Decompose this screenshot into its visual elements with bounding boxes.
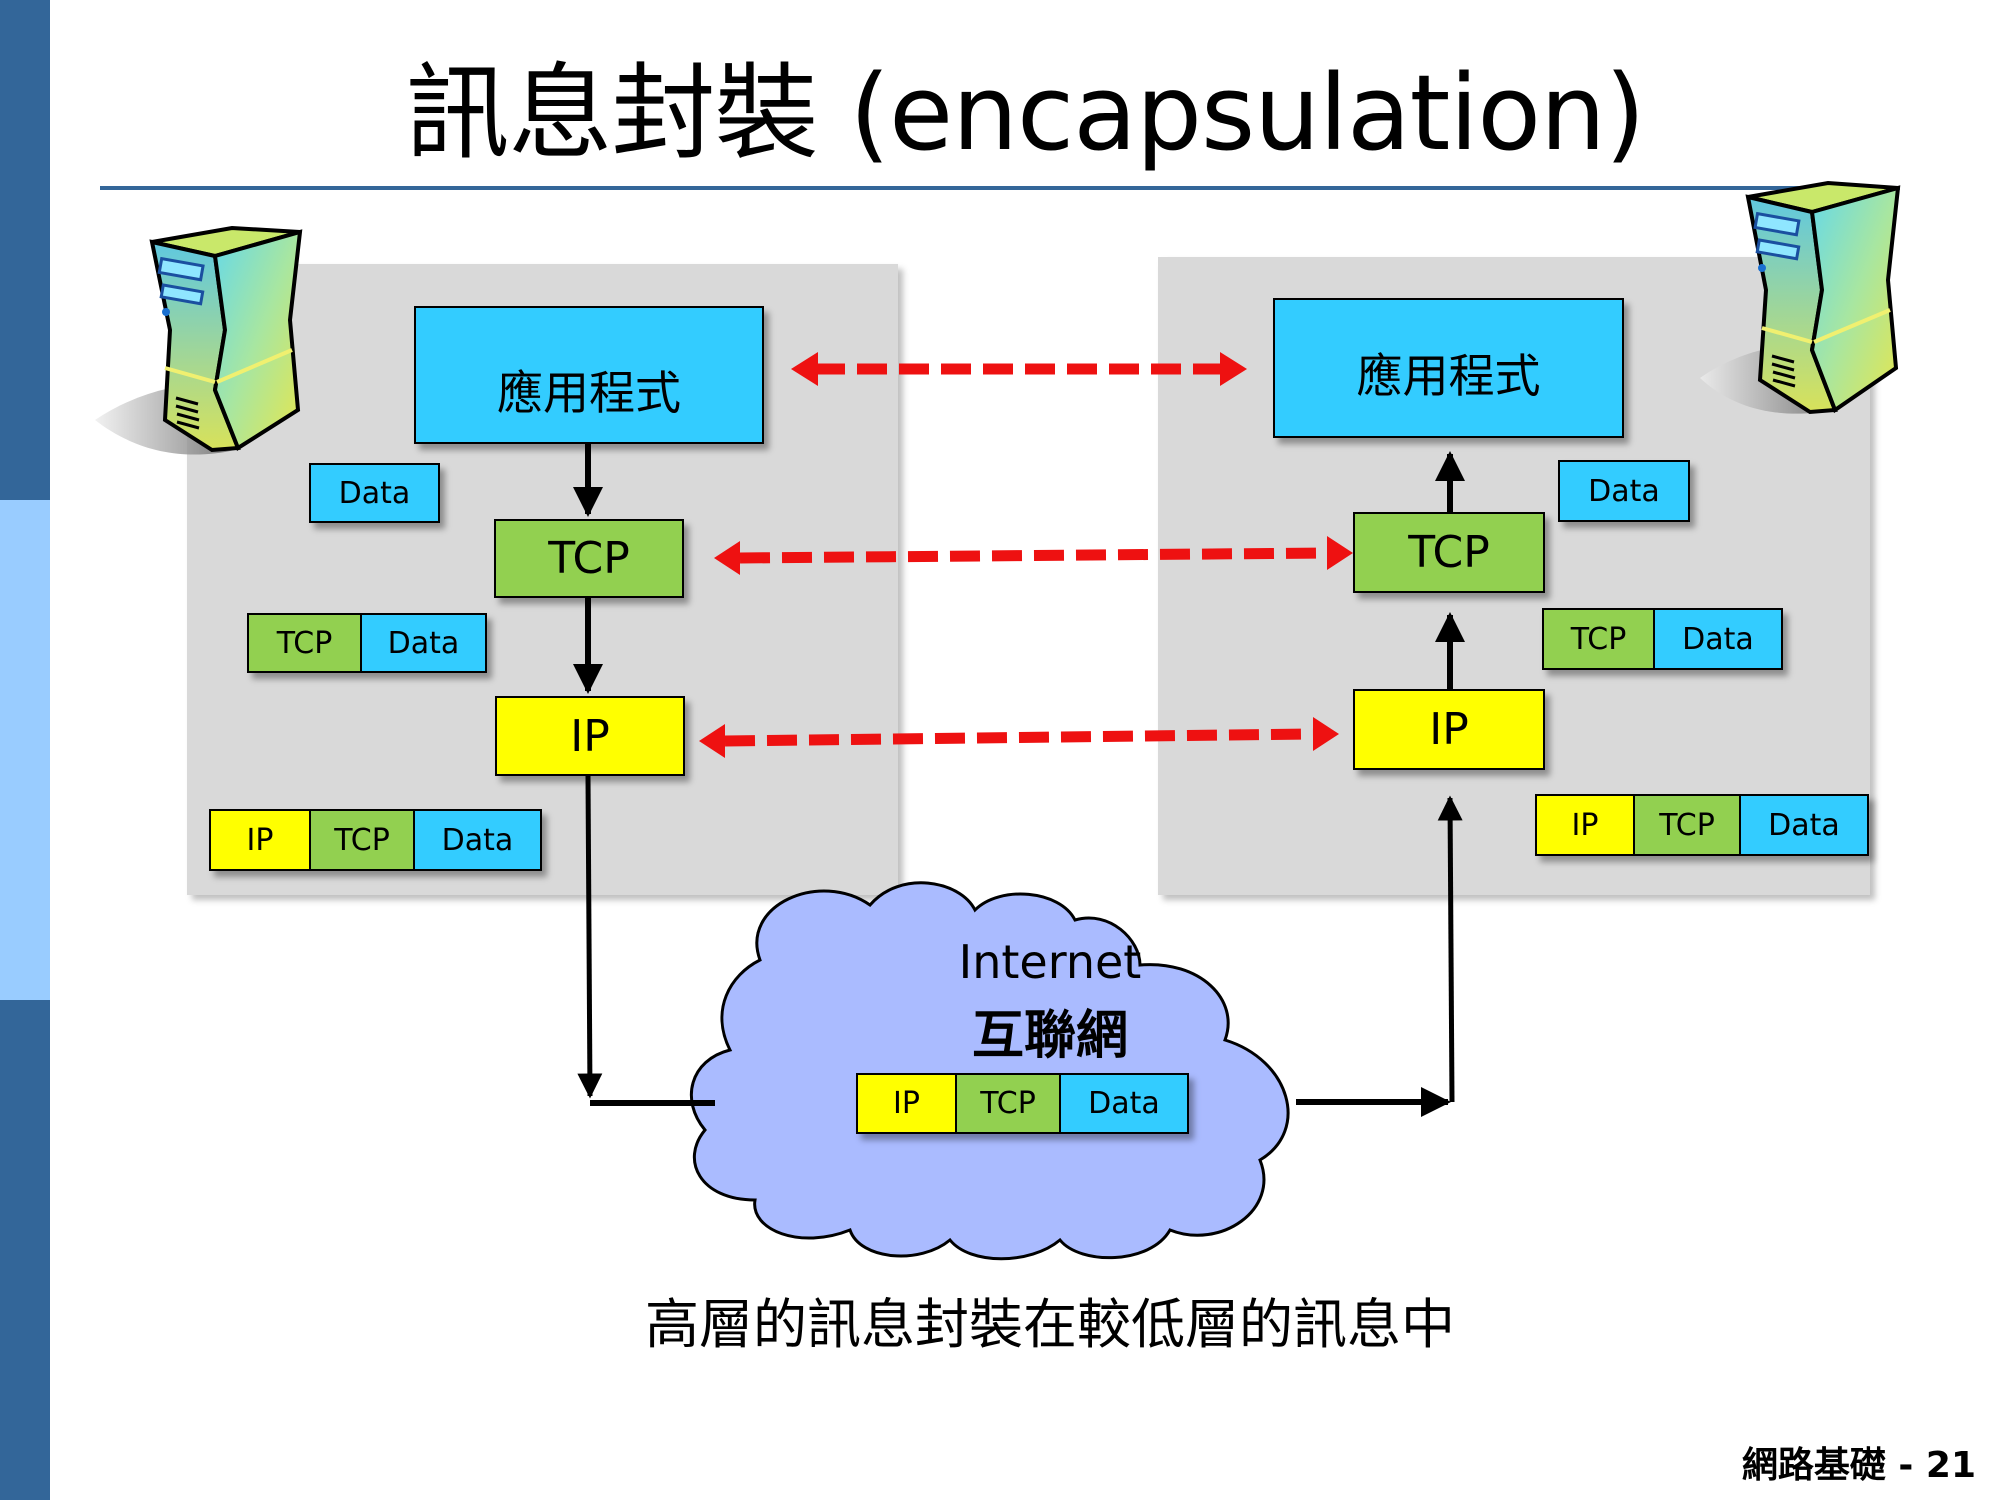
internet-label-zh: 互聯網 [971, 1006, 1128, 1066]
sender-app-packet: Data [309, 463, 440, 523]
packet-data-segment: Data [1059, 1075, 1187, 1132]
peer-arrow-tcp [714, 536, 1353, 575]
receiver-ip-packet: IP TCP Data [1535, 794, 1869, 856]
sender-ip-down-line [577, 775, 603, 1099]
packet-data-segment: Data [360, 615, 485, 671]
sender-tcp-label: TCP [548, 533, 630, 584]
packet-data-segment: Data [413, 811, 540, 869]
peer-arrow-ip [699, 717, 1339, 758]
sender-application-layer: 應用程式 [414, 306, 764, 444]
packet-data-segment: Data [1653, 610, 1781, 668]
receiver-tcp-layer: TCP [1353, 512, 1545, 593]
packet-tcp-segment: TCP [1544, 610, 1653, 668]
internet-label: Internet [958, 935, 1142, 989]
slide-title: 訊息封裝 (encapsulation) [405, 52, 1646, 174]
receiver-application-label: 應用程式 [1356, 349, 1541, 403]
receiver-ip-label: IP [1429, 704, 1469, 755]
packet-tcp-segment: TCP [309, 811, 413, 869]
packet-ip-segment: IP [211, 811, 309, 869]
packet-data-segment: Data [311, 465, 438, 521]
packet-tcp-segment: TCP [1633, 796, 1739, 854]
sender-ip-label: IP [570, 710, 610, 762]
sender-application-label: 應用程式 [497, 366, 681, 420]
network-packet: IP TCP Data [856, 1073, 1189, 1134]
slide-caption: 高層的訊息封裝在較低層的訊息中 [645, 1293, 1455, 1356]
receiver-app-packet: Data [1558, 460, 1690, 522]
sender-ip-packet: IP TCP Data [209, 809, 542, 871]
sender-tcp-packet: TCP Data [247, 613, 487, 673]
sender-server-icon [95, 225, 303, 455]
packet-ip-segment: IP [858, 1075, 955, 1132]
slide-footer: 網路基礎 - 21 [1741, 1445, 1976, 1486]
receiver-application-layer: 應用程式 [1273, 298, 1624, 438]
receiver-server-icon [1700, 180, 1901, 415]
sidebar-bar-top [0, 0, 50, 500]
packet-ip-segment: IP [1537, 796, 1633, 854]
sidebar-bar-middle [0, 500, 50, 1000]
sender-ip-layer: IP [495, 696, 685, 776]
sender-tcp-layer: TCP [494, 519, 684, 598]
packet-data-segment: Data [1739, 796, 1867, 854]
packet-tcp-segment: TCP [249, 615, 360, 671]
receiver-tcp-packet: TCP Data [1542, 608, 1783, 670]
title-divider [100, 186, 1900, 190]
receiver-ip-up-line [1437, 795, 1463, 1103]
receiver-ip-layer: IP [1353, 689, 1545, 770]
peer-arrow-application [791, 352, 1247, 386]
packet-data-segment: Data [1560, 462, 1688, 520]
sidebar-bar-bottom [0, 1000, 50, 1500]
packet-tcp-segment: TCP [955, 1075, 1059, 1132]
cloud-icon [689, 881, 1290, 1261]
receiver-tcp-label: TCP [1408, 527, 1490, 578]
